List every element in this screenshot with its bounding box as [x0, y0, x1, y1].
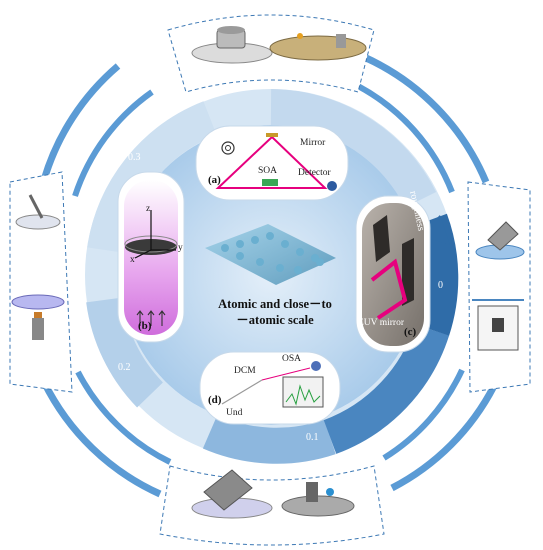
- vacuum-chamber-icon: [472, 299, 524, 351]
- mirror-icon: [266, 133, 278, 137]
- left-card: [9, 171, 73, 393]
- detector-icon: [327, 181, 337, 191]
- panel-a: [195, 125, 349, 201]
- center-title-line2: －atomic scale: [236, 313, 314, 327]
- scale-ring: [85, 89, 459, 464]
- atomic-lattice: [205, 224, 336, 285]
- center-title-line1: Atomic and close－to: [218, 297, 332, 311]
- lathe-icon: [281, 482, 355, 517]
- panel-c: [355, 195, 431, 353]
- tweezer-dish-icon: [15, 194, 61, 230]
- outer-arc-ring: [40, 53, 498, 498]
- panel-d: [199, 351, 341, 425]
- soa-icon: [262, 179, 278, 186]
- monitor-icon: [282, 376, 324, 408]
- source-icon: [221, 141, 235, 155]
- osa-icon: [311, 361, 321, 371]
- tilted-head-icon: [475, 221, 525, 260]
- ion-beam-icon: [11, 294, 65, 340]
- center-title: Atomic and close－to －atomic scale: [205, 296, 345, 328]
- polishing-pad-icon: [191, 26, 273, 64]
- middle-arc-ring: [72, 83, 465, 465]
- grinder-icon: [191, 469, 273, 519]
- right-card: [467, 181, 531, 393]
- panel-b: [117, 171, 185, 343]
- chuck-table-icon: [269, 33, 367, 61]
- beam-arrows-icon: [136, 310, 166, 326]
